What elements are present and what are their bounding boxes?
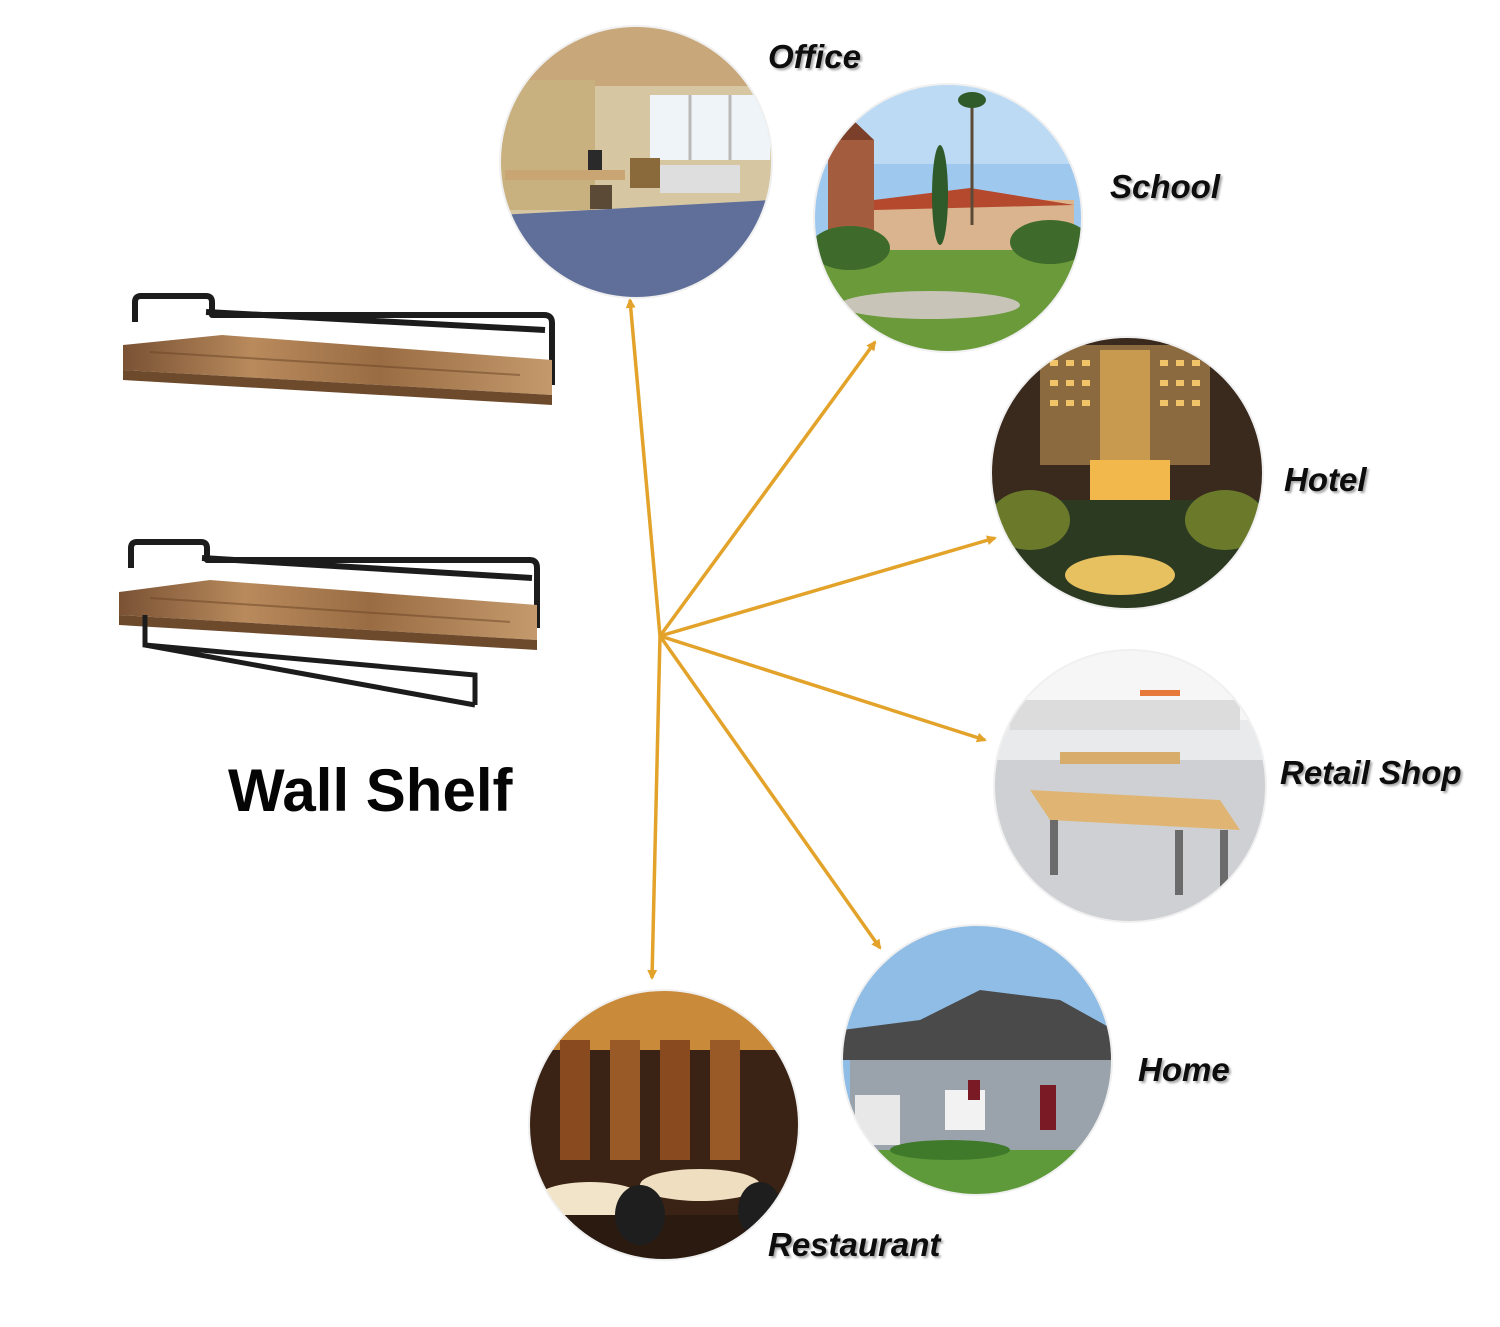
arrow-to-restaurant bbox=[647, 635, 662, 980]
label-home: Home bbox=[1138, 1051, 1230, 1088]
page-title: Wall Shelf bbox=[228, 757, 513, 824]
school-photo bbox=[814, 84, 1082, 352]
home-photo bbox=[842, 925, 1112, 1195]
arrows bbox=[625, 298, 997, 980]
wall-shelf-icon bbox=[123, 293, 555, 405]
hotel-photo bbox=[991, 337, 1263, 609]
arrow-to-hotel bbox=[659, 535, 997, 638]
restaurant-photo bbox=[529, 990, 799, 1260]
arrow-to-school bbox=[658, 340, 877, 638]
label-office: Office bbox=[768, 38, 861, 75]
label-hotel: Hotel bbox=[1284, 461, 1367, 498]
arrow-to-office bbox=[625, 298, 662, 637]
arrow-to-retail bbox=[659, 634, 987, 743]
label-retail-shop: Retail Shop bbox=[1280, 754, 1462, 791]
label-restaurant: Restaurant bbox=[768, 1226, 941, 1263]
label-school: School bbox=[1110, 168, 1221, 205]
office-photo bbox=[500, 26, 772, 298]
arrow-to-home bbox=[658, 634, 882, 950]
wall-shelf-with-towel-bar-icon bbox=[119, 539, 540, 708]
retail-shop-photo bbox=[994, 650, 1266, 922]
